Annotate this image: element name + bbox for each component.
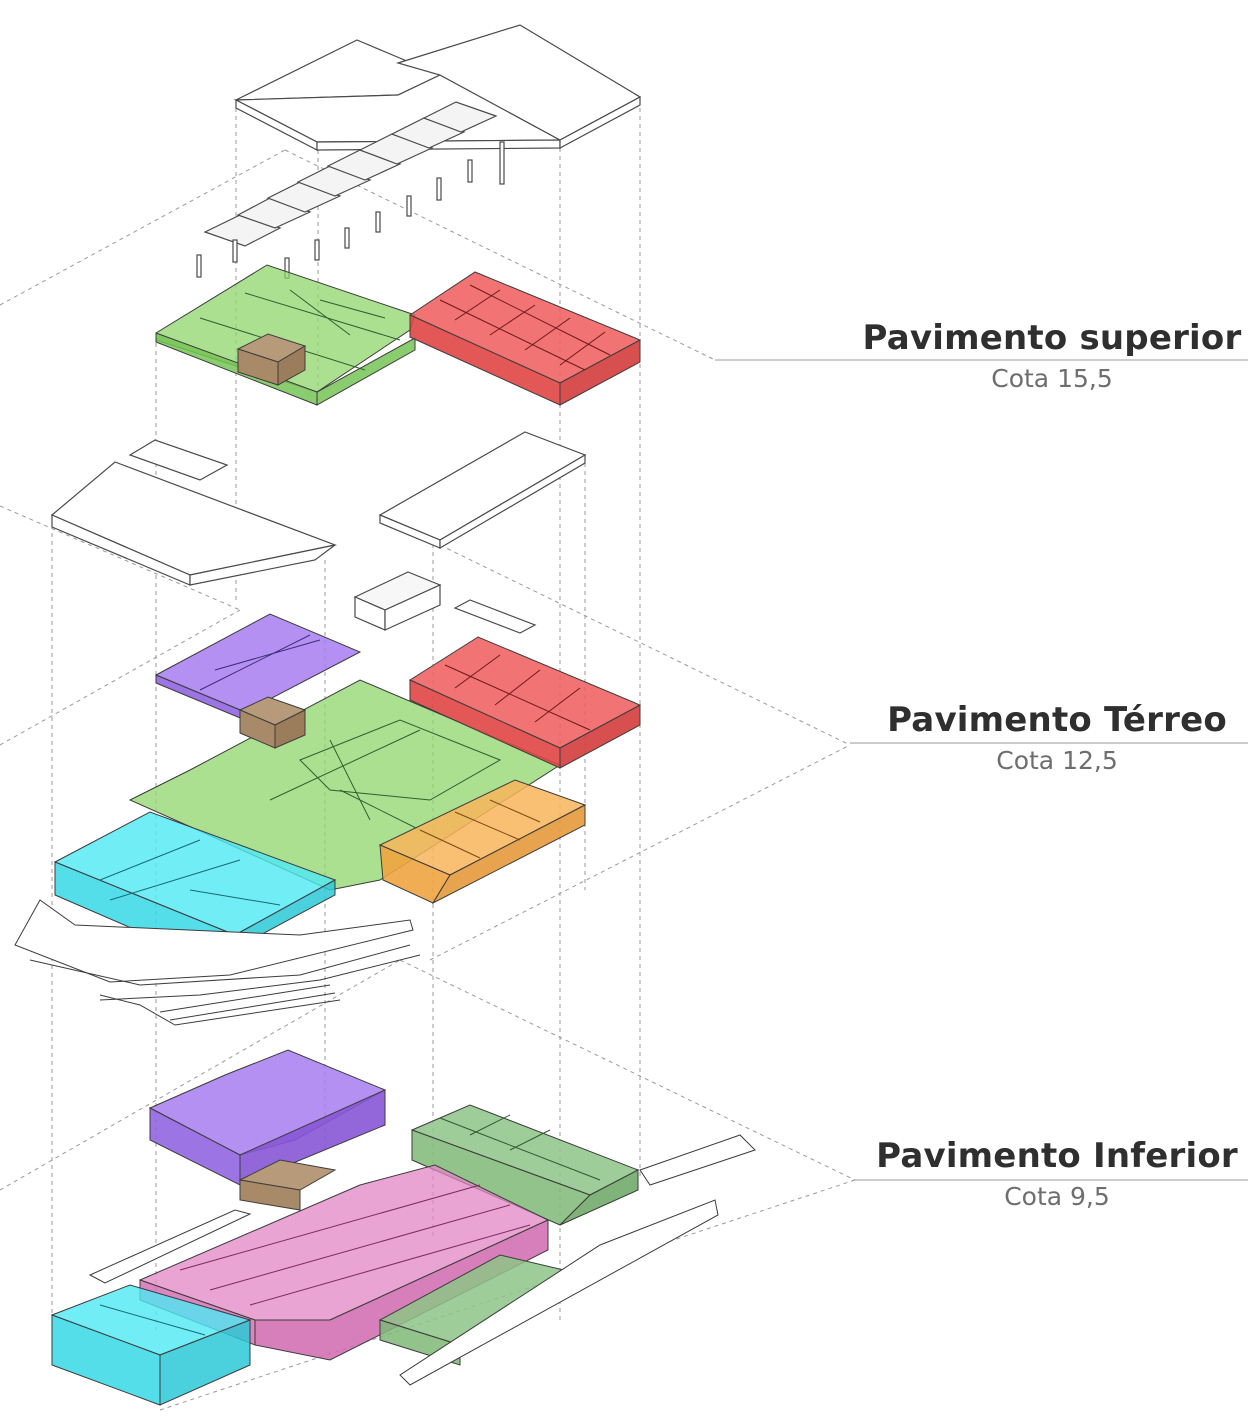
floor-level: Cota 15,5 [991,364,1113,393]
roof-slabs [196,24,642,279]
floor-label-inferior: Pavimento Inferior Cota 9,5 [872,1136,1242,1211]
floor-name: Pavimento superior [862,318,1242,358]
ground-roof-slabs [50,431,587,634]
floor-level: Cota 9,5 [1004,1182,1110,1211]
floor-level: Cota 12,5 [996,746,1118,775]
floor-label-terreo: Pavimento Térreo Cota 12,5 [872,700,1242,775]
floor-name: Pavimento Térreo [887,700,1227,740]
upper-floor-plan [155,264,642,406]
floor-label-superior: Pavimento superior Cota 15,5 [862,318,1242,393]
floor-name: Pavimento Inferior [876,1136,1238,1176]
ground-floor-plan [14,613,642,1026]
lower-floor-plan [50,1049,756,1406]
leader-lines [715,359,1248,1181]
